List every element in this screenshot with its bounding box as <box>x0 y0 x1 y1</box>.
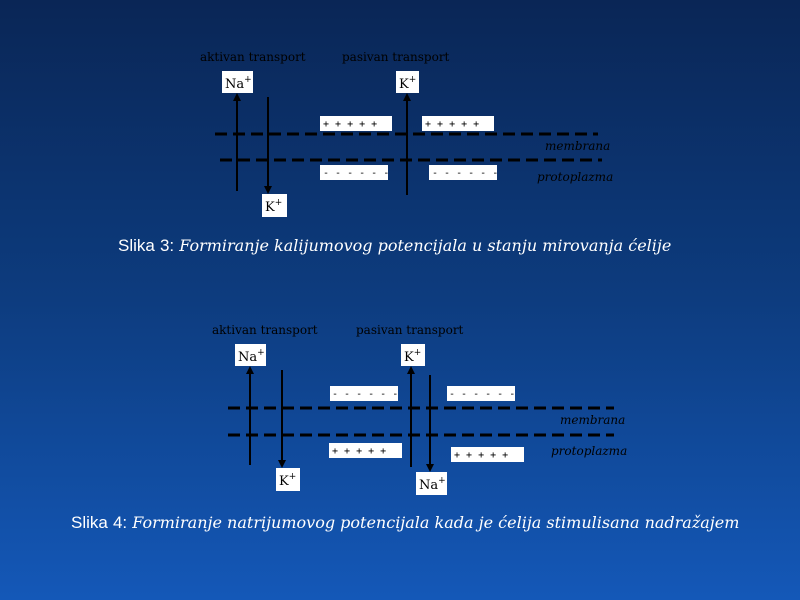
fig3-k-box-bottom <box>262 194 287 217</box>
fig3-charges-top-left: + + + + + <box>323 119 377 130</box>
fig3-k-box-top <box>396 71 419 93</box>
fig4-na-box-bottom <box>416 472 447 495</box>
fig4-active-transport-label: aktivan transport <box>212 323 318 337</box>
fig4-charge-box-top-right <box>447 386 515 401</box>
fig3-charge-box-top-right <box>422 116 494 131</box>
fig3-membrane-label: membrana <box>545 139 610 153</box>
fig4-charges-top-left: - - - - - - <box>332 389 398 400</box>
fig4-na-ion: Na+ <box>238 348 265 365</box>
caption-4-text: Formiranje natrijumovog potencijala kada… <box>132 513 740 532</box>
fig3-charges-bottom-left: - - - - - - <box>323 168 389 179</box>
fig4-k-box-bottom <box>276 468 300 491</box>
caption-4-word: Slika <box>71 513 108 532</box>
fig3-charge-box-bottom-left <box>320 165 388 180</box>
fig4-charge-box-bottom-right <box>451 447 524 462</box>
fig3-na-box <box>222 71 253 93</box>
fig3-k-ion-top: K+ <box>399 75 416 92</box>
fig4-charges-top-right: - - - - - - <box>449 389 515 400</box>
fig4-charges-bottom-right: + + + + + <box>454 450 508 461</box>
fig3-k-ion-bottom: K+ <box>265 198 282 215</box>
fig4-na-box <box>235 344 266 366</box>
fig3-active-transport-label: aktivan transport <box>200 50 306 64</box>
fig3-na-ion: Na+ <box>225 75 252 92</box>
fig3-protoplasm-label: protoplazma <box>537 170 613 184</box>
fig4-protoplasm-label: protoplazma <box>551 444 627 458</box>
fig4-k-ion-top: K+ <box>404 348 421 365</box>
figure-4: aktivan transport pasivan transport Na+ … <box>212 323 627 495</box>
caption-3-word: Slika <box>118 236 155 255</box>
caption-3-text: Formiranje kalijumovog potencijala u sta… <box>179 236 672 255</box>
fig4-k-ion-bottom: K+ <box>279 472 296 489</box>
fig4-charge-box-bottom-left <box>329 443 402 458</box>
fig3-charges-top-right: + + + + + <box>425 119 479 130</box>
fig3-charge-box-top-left <box>320 116 392 131</box>
fig4-na-ion-bottom: Na+ <box>419 476 446 493</box>
figure-3: aktivan transport pasivan transport Na+ … <box>200 50 613 217</box>
fig4-passive-transport-label: pasivan transport <box>356 323 464 337</box>
figure-4-caption: Slika 4: Formiranje natrijumovog potenci… <box>71 513 739 533</box>
fig4-k-box-top <box>401 344 425 366</box>
fig4-charges-bottom-left: + + + + + <box>332 446 386 457</box>
fig4-membrane-label: membrana <box>560 413 625 427</box>
fig4-charge-box-top-left <box>330 386 398 401</box>
caption-4-number: 4: <box>112 513 128 532</box>
fig3-passive-transport-label: pasivan transport <box>342 50 450 64</box>
figure-3-caption: Slika 3: Formiranje kalijumovog potencij… <box>118 236 671 256</box>
fig3-charges-bottom-right: - - - - - - <box>432 168 498 179</box>
fig3-charge-box-bottom-right <box>429 165 497 180</box>
caption-3-number: 3: <box>159 236 175 255</box>
